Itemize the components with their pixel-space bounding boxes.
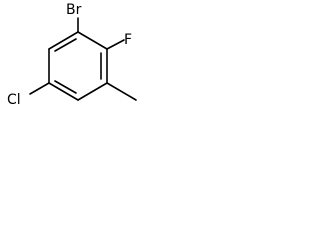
bond-to-fluorine [106,39,125,50]
atom-label-chlorine: Cl [7,92,21,108]
ring-bond-c3-c4 [77,82,108,101]
bond-to-methyl [106,82,137,101]
atom-label-fluorine: F [124,32,132,48]
ring-bond-c1-c2 [77,31,108,50]
bond-to-chlorine [29,82,50,95]
atom-label-bromine: Br [66,2,82,18]
inner-double-bond-c1-c6 [54,38,77,52]
ring-bond-c6-c1 [48,31,79,50]
molecule-structure: Br F Cl [7,2,137,108]
inner-double-bond-c4-c5 [54,80,77,94]
ring-bond-c4-c5 [48,82,79,101]
